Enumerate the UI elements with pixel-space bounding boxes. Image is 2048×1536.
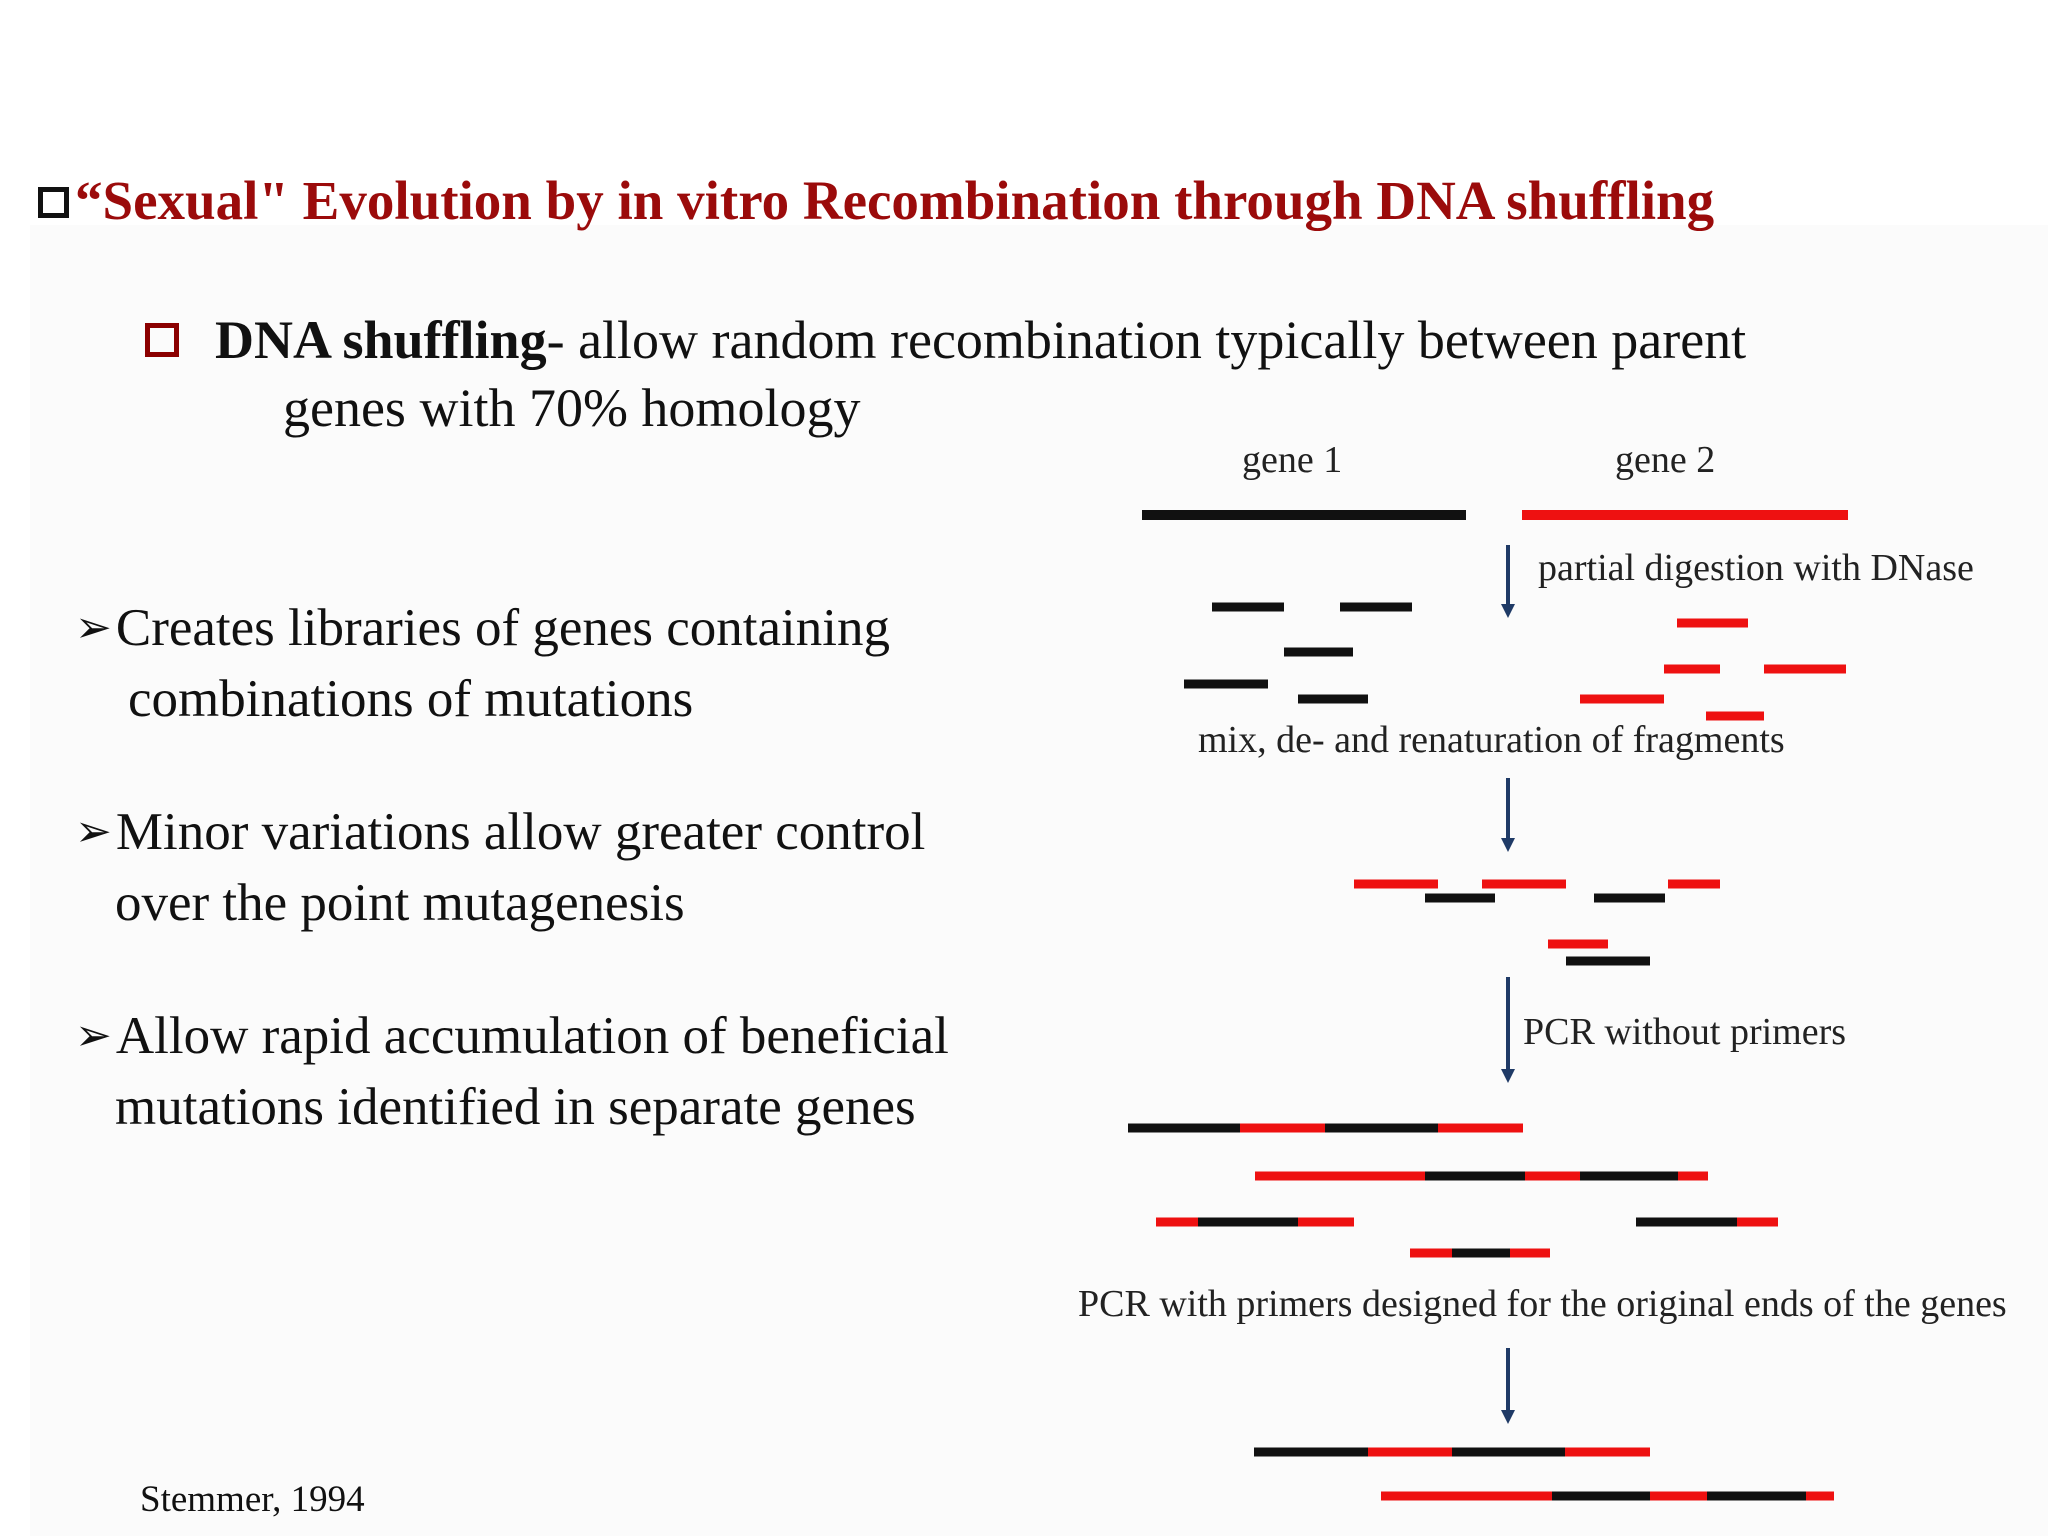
step-label-pcr-with-primers: PCR with primers designed for the origin… (1078, 1283, 2007, 1325)
arrowhead-bullet-icon: ➢ (75, 603, 112, 652)
bullet-line1: Minor variations allow greater control (115, 803, 926, 861)
subpoint-line2: genes with 70% homology (283, 378, 861, 438)
bullet-line2: combinations of mutations (128, 670, 694, 728)
step-label-renaturation: mix, de- and renaturation of fragments (1198, 719, 1785, 761)
slide-title-text: “Sexual" Evolution by in vitro Recombina… (75, 170, 1715, 231)
step-label-pcr-no-primers: PCR without primers (1523, 1011, 1847, 1053)
down-arrow-icon (1501, 977, 1515, 1083)
step-label-digestion: partial digestion with DNase (1538, 547, 1974, 589)
bullet-item: ➢Creates libraries of genes containing c… (75, 594, 890, 733)
bullet-line2: over the point mutagenesis (115, 874, 685, 932)
arrowhead-bullet-icon: ➢ (75, 807, 112, 856)
down-arrow-icon (1501, 545, 1515, 618)
subpoint-text: - allow random recombination typically b… (546, 310, 1747, 370)
checkbox-bullet-icon (38, 186, 69, 218)
gene1-label: gene 1 (1242, 439, 1343, 481)
down-arrow-icon (1501, 778, 1515, 852)
bullet-line1: Creates libraries of genes containing (115, 599, 890, 657)
checkbox-bullet-icon (145, 322, 179, 357)
subpoint: DNA shuffling- allow random recombinatio… (145, 306, 1746, 442)
bullet-line1: Allow rapid accumulation of beneficial (115, 1007, 949, 1065)
bullet-item: ➢Allow rapid accumulation of beneficial … (75, 1002, 949, 1141)
bullet-line2: mutations identified in separate genes (115, 1078, 916, 1136)
arrowhead-bullet-icon: ➢ (75, 1011, 112, 1060)
citation: Stemmer, 1994 (140, 1479, 365, 1520)
slide-title: “Sexual" Evolution by in vitro Recombina… (38, 168, 1714, 234)
bullet-item: ➢Minor variations allow greater control … (75, 798, 925, 937)
gene2-label: gene 2 (1615, 439, 1716, 481)
down-arrow-icon (1501, 1348, 1515, 1424)
subpoint-bold: DNA shuffling (215, 310, 547, 370)
